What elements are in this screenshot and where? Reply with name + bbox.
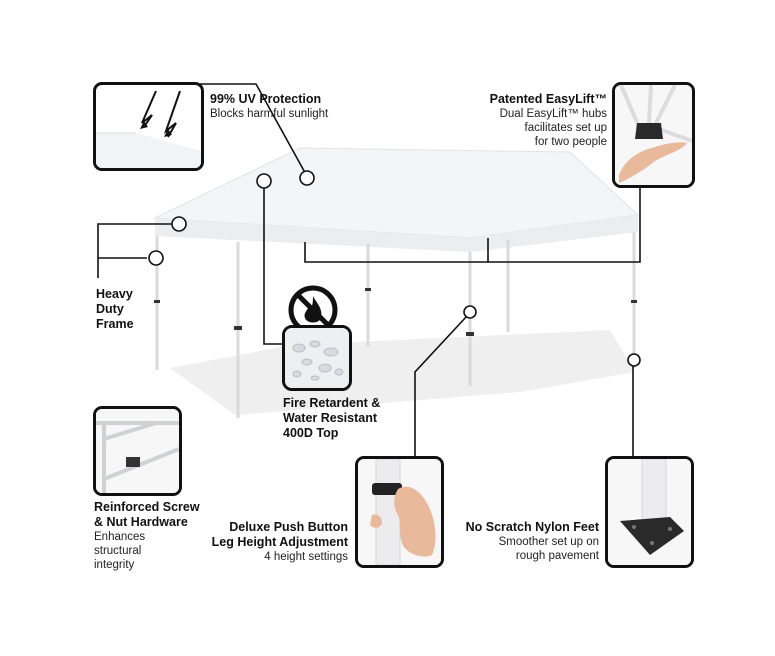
callout-fire: [256, 173, 272, 189]
pushbutton-title-1: Deluxe Push Button: [229, 520, 348, 534]
push-button-icon: [372, 483, 402, 495]
callout-frame-top: [171, 216, 187, 232]
feet-title: No Scratch Nylon Feet: [465, 520, 599, 534]
no-fire-icon: [287, 284, 339, 336]
callout-pushbutton: [463, 305, 477, 319]
hand-icon: [394, 486, 436, 557]
callout-uv: [299, 170, 315, 186]
pushbutton-image-box: [355, 456, 444, 568]
fire-title-2: Water Resistant: [283, 411, 378, 425]
pushbutton-desc: 4 height settings: [264, 551, 348, 563]
feet-image-box: [605, 456, 694, 568]
bolt-icon: [126, 457, 140, 467]
pushbutton-title-2: Leg Height Adjustment: [211, 535, 348, 549]
uv-desc: Blocks harmful sunlight: [210, 108, 329, 120]
callout-frame: [148, 250, 164, 266]
callout-feet: [627, 353, 641, 367]
frame-title-2: Duty: [96, 302, 124, 316]
uv-arrow-icon: [141, 90, 181, 138]
screw-desc-3: integrity: [94, 559, 135, 571]
screw-desc-2: structural: [94, 545, 142, 557]
easylift-desc-2: facilitates set up: [524, 122, 607, 134]
frame-title-3: Frame: [96, 317, 134, 331]
screw-title-2: & Nut Hardware: [94, 515, 188, 529]
screw-image-box: [93, 406, 182, 496]
screw-desc-1: Enhances: [94, 531, 146, 543]
uv-image-box: [93, 82, 204, 171]
easylift-desc-3: for two people: [534, 136, 607, 148]
water-drops-icon: [292, 340, 344, 381]
screw-title-1: Reinforced Screw: [94, 500, 200, 514]
easylift-image-box: [612, 82, 695, 188]
hub-icon: [635, 123, 663, 139]
ground-shadow: [170, 330, 635, 415]
nylon-foot-icon: [620, 517, 684, 555]
fire-title-3: 400D Top: [283, 426, 339, 440]
feet-desc-1: Smoother set up on: [498, 536, 599, 548]
easylift-title: Patented EasyLift™: [489, 92, 607, 106]
feet-desc-2: rough pavement: [515, 550, 599, 562]
hand-icon: [619, 142, 687, 183]
canopy-valance: [155, 215, 638, 252]
frame-title-1: Heavy: [96, 287, 133, 301]
fire-water-image-box: [282, 325, 352, 391]
easylift-desc-1: Dual EasyLift™ hubs: [499, 108, 607, 120]
uv-title: 99% UV Protection: [210, 92, 322, 106]
fire-title-1: Fire Retardent &: [283, 396, 381, 410]
